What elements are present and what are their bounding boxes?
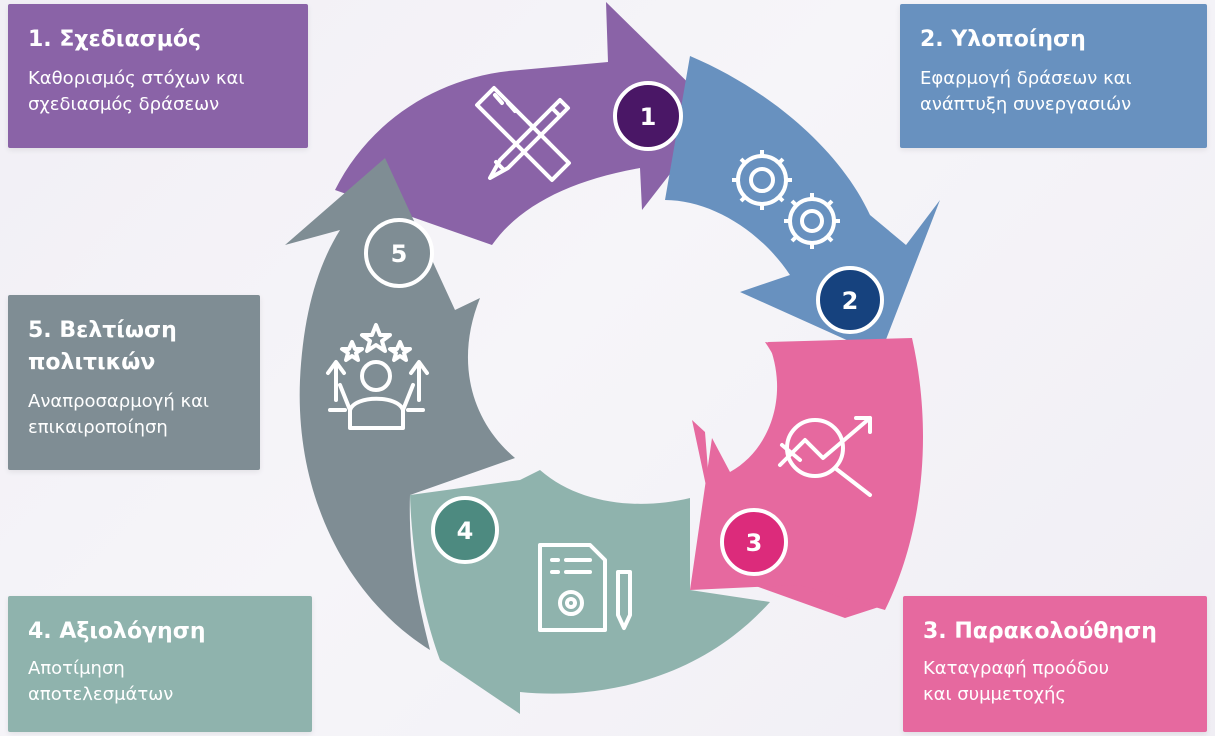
cycle-arrow-1 bbox=[335, 2, 718, 245]
cycle-arrow-2 bbox=[665, 56, 940, 355]
step-card-4: 4. Αξιολόγηση Αποτίμηση αποτελεσμάτων bbox=[8, 596, 312, 732]
step-card-5: 5. Βελτίωση πολιτικών Αναπροσαρμογή και … bbox=[8, 295, 260, 470]
person-stars-icon bbox=[326, 323, 429, 430]
step-card-3-title: 3. Παρακολούθηση bbox=[923, 619, 1157, 644]
step-badge-3: 3 bbox=[720, 508, 788, 576]
pencil-ruler-icon bbox=[475, 86, 571, 182]
step-badge-4: 4 bbox=[431, 496, 499, 564]
step-card-5-title: 5. Βελτίωση πολιτικών bbox=[28, 318, 177, 375]
step-card-1-title: 1. Σχεδιασμός bbox=[28, 27, 202, 52]
step-badge-2-number: 2 bbox=[842, 287, 859, 315]
step-card-4-description: Αποτίμηση αποτελεσμάτων bbox=[28, 658, 174, 705]
step-badge-1-number: 1 bbox=[640, 103, 657, 131]
step-card-5-description: Αναπροσαρμογή και επικαιροποίηση bbox=[28, 391, 210, 438]
magnifier-chart-icon bbox=[778, 416, 872, 497]
step-badge-2: 2 bbox=[816, 266, 884, 334]
gears-icon bbox=[732, 150, 840, 249]
step-badge-5: 5 bbox=[364, 218, 434, 288]
cycle-arrow-4 bbox=[410, 470, 770, 714]
step-badge-5-number: 5 bbox=[391, 240, 408, 268]
step-card-2-title: 2. Υλοποίηση bbox=[920, 27, 1086, 52]
step-card-2-description: Εφαρμογή δράσεων και ανάπτυξη συνεργασιώ… bbox=[920, 68, 1132, 115]
document-gear-icon bbox=[538, 543, 632, 632]
step-badge-4-number: 4 bbox=[457, 517, 474, 545]
step-badge-3-number: 3 bbox=[746, 529, 763, 557]
step-card-1-description: Καθορισμός στόχων και σχεδιασμός δράσεων bbox=[28, 68, 245, 115]
step-card-2: 2. Υλοποίηση Εφαρμογή δράσεων και ανάπτυ… bbox=[900, 4, 1207, 148]
step-card-3: 3. Παρακολούθηση Καταγραφή προόδου και σ… bbox=[903, 596, 1207, 732]
step-card-3-description: Καταγραφή προόδου και συμμετοχής bbox=[923, 658, 1110, 705]
step-card-4-title: 4. Αξιολόγηση bbox=[28, 619, 206, 644]
step-card-1: 1. Σχεδιασμός Καθορισμός στόχων και σχεδ… bbox=[8, 4, 308, 148]
step-badge-1: 1 bbox=[613, 81, 683, 151]
